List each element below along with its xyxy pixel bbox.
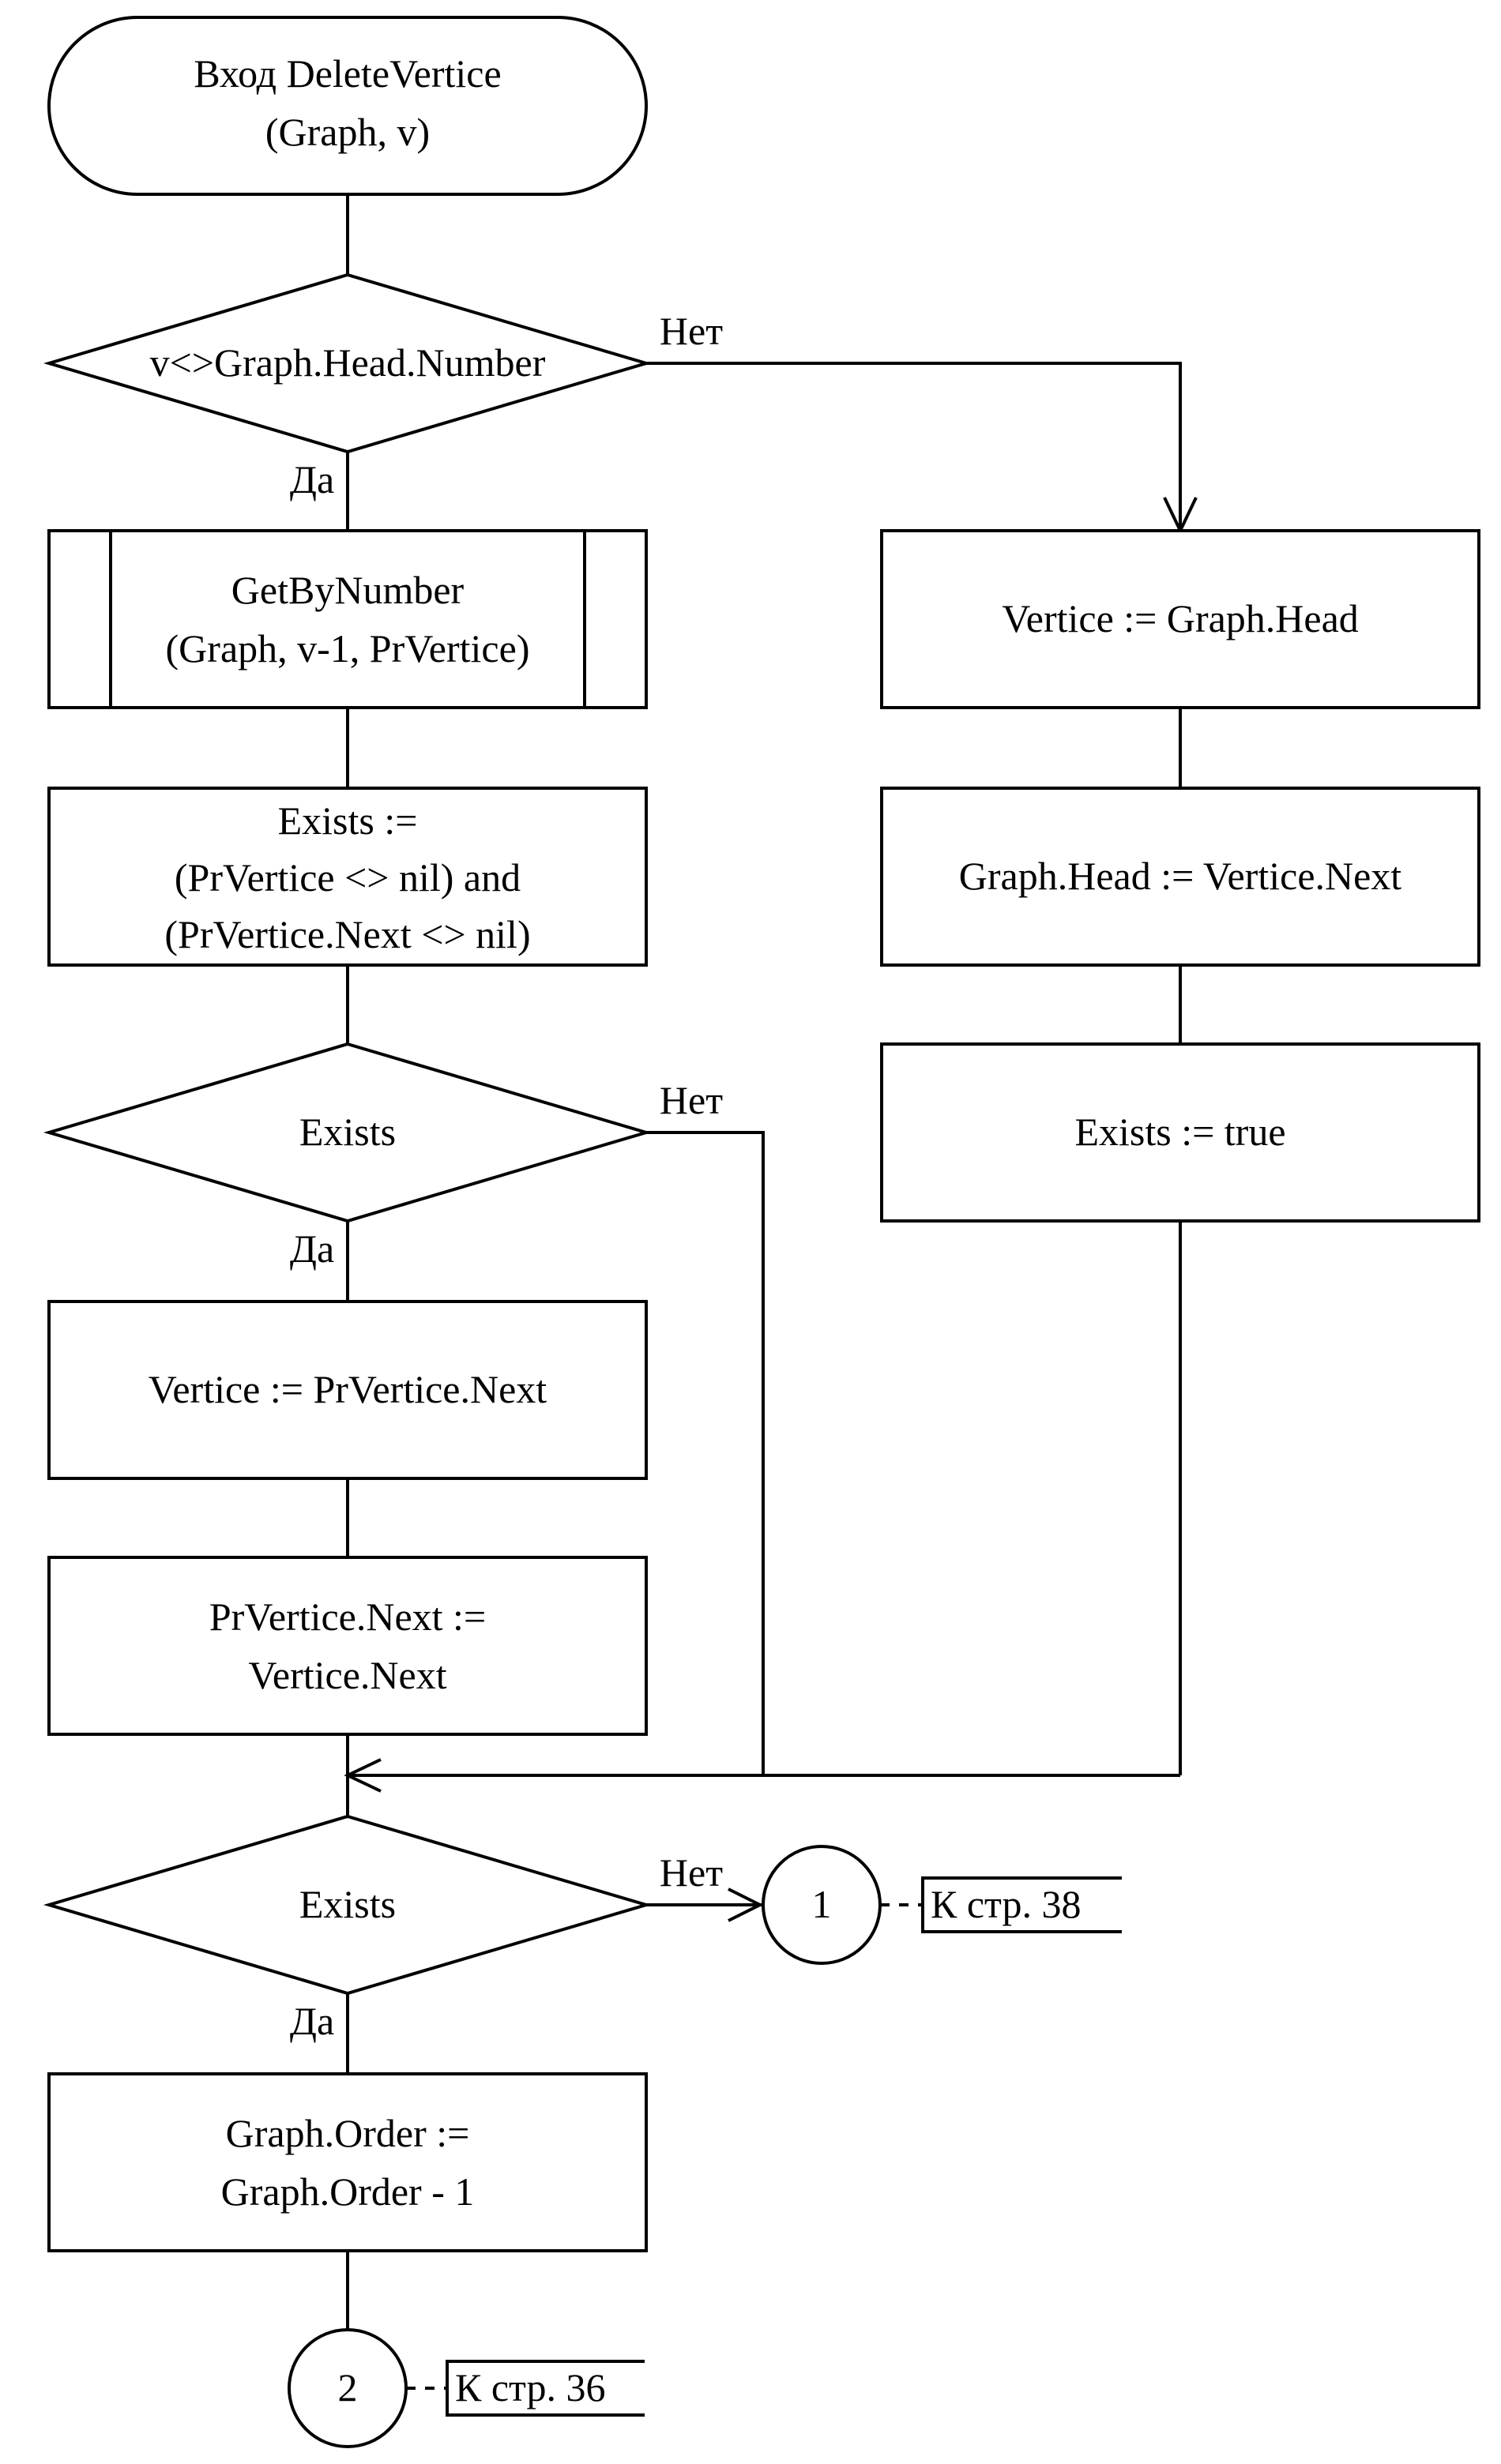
get-by-number-line-2: (Graph, v-1, PrVertice): [166, 626, 530, 670]
connector-2: 2: [288, 2328, 408, 2448]
process-exists-assign: Exists := (PrVertice <> nil) and (PrVert…: [47, 787, 648, 967]
process-vertice-assign: Vertice := PrVertice.Next: [47, 1300, 648, 1480]
decision-exists-1-no-label: Нет: [660, 1078, 723, 1122]
start-line-1: Вход DeleteVertice: [194, 51, 501, 96]
process-head-vertice: Vertice := Graph.Head: [880, 529, 1480, 709]
connector-1: 1: [762, 1845, 882, 1965]
exists-assign-line-2: (PrVertice <> nil) and: [175, 855, 521, 900]
arrowhead-left: [344, 1758, 382, 1793]
exists-assign-line-1: Exists :=: [278, 798, 418, 843]
get-by-number-line-1: GetByNumber: [231, 568, 465, 612]
process-exists-true: Exists := true: [880, 1042, 1480, 1223]
decision-exists-1-text: Exists: [299, 1110, 396, 1154]
start-line-2: (Graph, v): [265, 110, 430, 154]
vertice-assign-text: Vertice := PrVertice.Next: [149, 1367, 547, 1411]
decision-exists-2: Exists: [43, 1814, 653, 1996]
process-order-decrement: Graph.Order := Graph.Order - 1: [47, 2072, 648, 2252]
connector-1-text: 1: [812, 1882, 832, 1926]
prvertice-next-line-2: Vertice.Next: [248, 1653, 446, 1697]
decision-head-no-label: Нет: [660, 309, 723, 353]
head-next-text: Graph.Head := Vertice.Next: [959, 854, 1402, 898]
process-head-next: Graph.Head := Vertice.Next: [880, 787, 1480, 967]
decision-exists-1-yes-label: Да: [290, 1226, 334, 1271]
start-terminator: Вход DeleteVertice (Graph, v): [47, 16, 648, 196]
exists-true-text: Exists := true: [1074, 1110, 1285, 1154]
decision-exists-1: Exists: [43, 1042, 653, 1223]
arrowhead-right: [728, 1887, 764, 1922]
prvertice-next-line-1: PrVertice.Next :=: [209, 1594, 486, 1639]
order-decrement-line-1: Graph.Order :=: [226, 2111, 470, 2155]
decision-exists-2-no-label: Нет: [660, 1850, 723, 1895]
decision-exists-2-text: Exists: [299, 1882, 396, 1926]
connector-2-text: 2: [338, 2365, 358, 2410]
branch-line-exists-1-no: [646, 1131, 765, 1775]
decision-head-number-text: v<>Graph.Head.Number: [150, 340, 546, 385]
order-decrement-line-2: Graph.Order - 1: [221, 2169, 475, 2214]
decision-head-yes-label: Да: [290, 457, 334, 501]
decision-exists-2-yes-label: Да: [290, 1999, 334, 2043]
connector-2-ref-bracket: [446, 2360, 645, 2417]
process-get-by-number: GetByNumber (Graph, v-1, PrVertice): [47, 529, 648, 709]
head-vertice-text: Vertice := Graph.Head: [1002, 596, 1359, 640]
connector-1-ref-bracket: [921, 1876, 1122, 1933]
process-prvertice-next: PrVertice.Next := Vertice.Next: [47, 1556, 648, 1736]
branch-line-head-no: [646, 362, 1182, 531]
connector-2-ref-text: К стр. 36: [455, 2365, 606, 2410]
connector-1-ref-text: К стр. 38: [931, 1882, 1082, 1926]
decision-head-number: v<>Graph.Head.Number: [43, 272, 653, 454]
exists-assign-line-3: (PrVertice.Next <> nil): [164, 912, 530, 956]
